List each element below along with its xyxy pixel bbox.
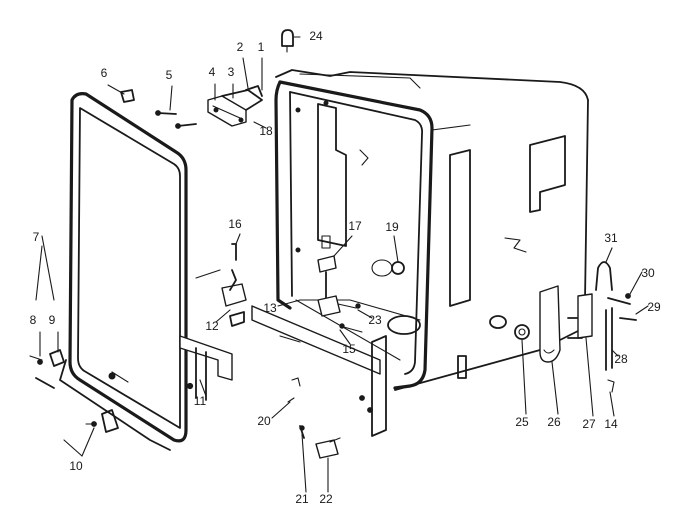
callout-c5: 5 xyxy=(166,68,173,82)
callout-c1: 1 xyxy=(258,40,265,54)
callout-c30: 30 xyxy=(641,266,655,280)
callout-c23: 23 xyxy=(368,313,382,327)
lower-door-parts xyxy=(29,335,233,433)
right-hinge-assembly xyxy=(514,261,637,393)
callout-c2: 2 xyxy=(237,40,244,54)
callout-c14: 14 xyxy=(604,417,618,431)
callout-c13: 13 xyxy=(263,301,277,315)
callout-c3: 3 xyxy=(228,65,235,79)
callout-c9: 9 xyxy=(49,313,56,327)
callout-c19: 19 xyxy=(385,220,399,234)
callout-c29: 29 xyxy=(647,300,661,314)
callout-c15: 15 xyxy=(342,342,356,356)
callout-c8: 8 xyxy=(30,313,37,327)
callout-c12: 12 xyxy=(205,319,219,333)
lower-center-parts xyxy=(287,377,341,459)
callout-c27: 27 xyxy=(582,417,596,431)
callout-c21: 21 xyxy=(295,492,309,506)
callout-c11: 11 xyxy=(194,394,207,408)
door-gasket xyxy=(59,92,188,451)
callout-c7: 7 xyxy=(33,230,40,244)
callout-c17: 17 xyxy=(348,219,362,233)
leader-lines xyxy=(35,36,649,493)
callout-c28: 28 xyxy=(614,352,628,366)
callout-c10: 10 xyxy=(69,459,83,473)
callout-c6: 6 xyxy=(101,66,108,80)
callout-c25: 25 xyxy=(515,415,529,429)
callout-c24: 24 xyxy=(309,29,323,43)
center-parts xyxy=(317,235,405,333)
tub-assembly xyxy=(274,69,589,391)
callout-c22: 22 xyxy=(319,492,333,506)
callout-c26: 26 xyxy=(547,415,561,429)
callout-c20: 20 xyxy=(257,414,271,428)
left-hinge-assembly xyxy=(195,243,387,437)
callout-c18: 18 xyxy=(259,124,273,138)
upper-parts xyxy=(120,29,294,129)
callout-c4: 4 xyxy=(209,65,216,79)
callout-c31: 31 xyxy=(604,231,618,245)
callout-c16: 16 xyxy=(228,217,242,231)
